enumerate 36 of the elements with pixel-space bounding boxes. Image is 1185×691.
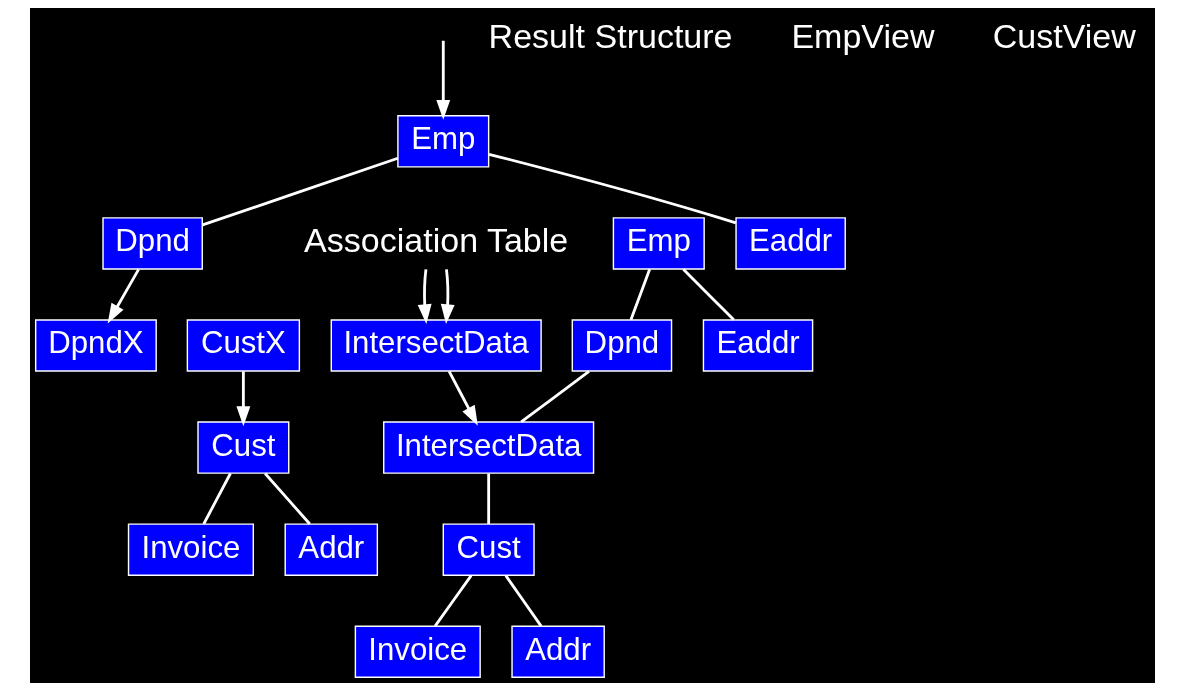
node-box: Invoice: [354, 625, 481, 678]
node-box: Eaddr: [735, 217, 846, 270]
node-box: Emp: [397, 115, 490, 168]
connector: [629, 268, 651, 321]
connector: [488, 152, 737, 225]
connector: [433, 574, 473, 627]
node-box: DpndX: [34, 319, 157, 372]
connector: [264, 472, 311, 525]
connector: [504, 574, 543, 627]
node-text: Association Table: [304, 221, 569, 260]
label: EmpView: [791, 17, 935, 56]
arrow: [107, 268, 140, 324]
node-box: Dpnd: [571, 319, 673, 372]
label: Result Structure: [488, 17, 733, 56]
arrow: [436, 40, 451, 120]
node-box: Cust: [442, 523, 535, 576]
node-box: Dpnd: [102, 217, 203, 270]
arrow: [440, 269, 455, 325]
node-box: Cust: [197, 421, 290, 474]
node-box: Invoice: [127, 523, 254, 576]
node-box: Addr: [284, 523, 379, 576]
node-box: IntersectData: [383, 421, 595, 474]
connector: [520, 370, 590, 424]
node-box: CustX: [186, 319, 301, 372]
arrow: [417, 269, 432, 325]
node-box: Addr: [511, 625, 605, 678]
arrow: [236, 371, 251, 427]
node-box: Emp: [612, 217, 705, 270]
connector: [202, 156, 399, 227]
connector: [682, 268, 735, 321]
label: CustView: [992, 17, 1136, 56]
node-box: IntersectData: [330, 319, 542, 372]
arrow: [447, 370, 478, 426]
node-box: Eaddr: [702, 319, 814, 372]
connector: [202, 472, 232, 525]
connector: [487, 473, 491, 524]
